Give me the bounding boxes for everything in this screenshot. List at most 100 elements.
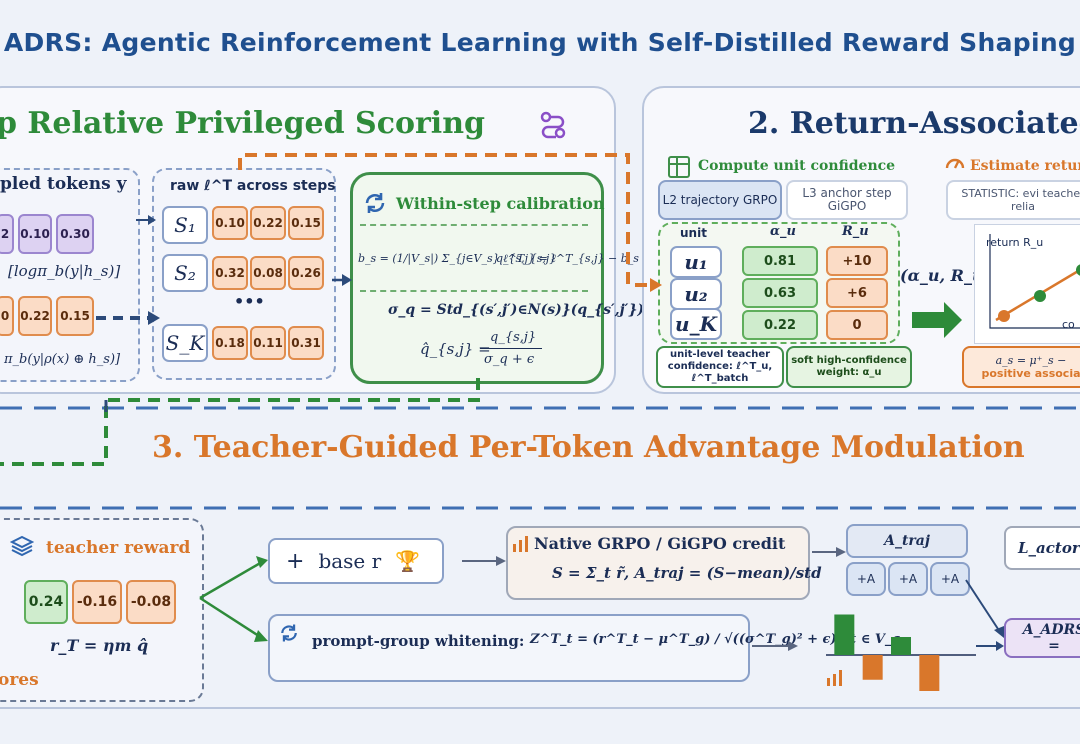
step2-cell-1: 0.32	[212, 256, 248, 290]
teacher-confidence-note: unit-level teacher confidence: ℓ^T_u, ℓ^…	[656, 346, 784, 388]
calibration-title: Within-step calibration	[396, 194, 605, 213]
alpha-row-2: 0.63	[742, 278, 818, 308]
lactor-label: L_actor(θ	[1018, 539, 1080, 557]
statistic-box: STATISTIC: evi teacher relia	[946, 180, 1080, 220]
r-row-1: +10	[826, 246, 888, 276]
stepk-cell-1: 0.18	[212, 326, 248, 360]
purple-cell-1: 2	[0, 214, 14, 254]
base-r-label: base r	[318, 549, 382, 573]
step1-cell-1: 0.10	[212, 206, 248, 240]
orange-formula: π_b(y|ρ(x) ⊕ h_s)]	[4, 352, 121, 367]
section1-title: p Relative Privileged Scoring	[0, 106, 485, 141]
assoc-formula: a_s = μ⁺_s −	[995, 354, 1067, 367]
reward-cell-2: -0.16	[72, 580, 122, 624]
whitening-formula: Z^T_t = (r^T_t − μ^T_g) / √((σ^T_g)² + ϵ…	[530, 632, 906, 647]
advantage-bar-chart	[826, 614, 976, 691]
alpha-row-k: 0.22	[742, 310, 818, 340]
step-label-1: S₁	[162, 206, 208, 244]
orange-cell-2: 0.22	[18, 296, 52, 336]
base-r-box: + base r 🏆	[268, 538, 444, 584]
grid-icon	[668, 156, 690, 178]
assoc-formula-box: a_s = μ⁺_s − positive associa	[962, 346, 1080, 388]
diagram-title: ADRS: Agentic Reinforcement Learning wit…	[3, 28, 1077, 57]
l2-trajectory-grpo: L2 trajectory GRPO	[658, 180, 782, 220]
bar-icon-chart	[826, 668, 844, 686]
arrowhead-atraj-to-aadrs	[994, 626, 1004, 638]
plus-a-3: +A	[930, 562, 970, 596]
chart-bar-1	[834, 614, 855, 655]
r-row-k: 0	[826, 310, 888, 340]
native-credit-title: Native GRPO / GiGPO credit	[534, 534, 786, 553]
chart-bar-2	[862, 655, 883, 680]
atraj-box: A_traj	[846, 524, 968, 558]
arrowhead-native-to-atraj	[836, 547, 846, 557]
unit-row-2: u₂	[670, 278, 722, 310]
trophy-icon: 🏆	[395, 549, 421, 573]
refresh-icon	[362, 190, 388, 216]
sampled-tokens-label: pled tokens y	[0, 174, 127, 194]
purple-cell-2: 0.10	[18, 214, 52, 254]
refresh-icon-2	[278, 622, 300, 644]
section2-title: 2. Return-Associated T	[748, 106, 1080, 141]
workflow-icon	[538, 110, 568, 140]
calibration-eq2: σ_q = Std_{(s′,j′)∈N(s)}(q_{s′,j′})	[388, 302, 644, 318]
native-credit-formula: S = Σ_t r̃, A_traj = (S−mean)/std	[552, 564, 822, 582]
arrowhead-chart-to-aadrs	[996, 641, 1004, 651]
unit-row-k: u_K	[670, 308, 722, 340]
bar-icon-native	[512, 534, 530, 552]
calibration-eq1b: q_{s,j} = ℓ^T_{s,j} − b_s	[496, 252, 639, 265]
assoc-label: positive associa	[981, 367, 1080, 380]
return-axis	[989, 234, 1080, 329]
soft-weight-note: soft high-confidence weight: α_u	[786, 346, 912, 388]
calibration-eq3-num: q_{s,j}	[490, 330, 537, 345]
step1-cell-3: 0.15	[288, 206, 324, 240]
raw-steps-label: raw ℓ^T across steps	[170, 178, 336, 194]
step-label-2: S₂	[162, 254, 208, 292]
sampled-tokens-box	[0, 168, 140, 382]
calibration-eq3-den: σ_q + ϵ	[484, 352, 535, 367]
calibration-eq3-lhs: q̂_{s,j} =	[420, 340, 491, 358]
arrowhead-base-to-native	[496, 556, 506, 566]
alpha-r-pair: (α_u, R_u)	[900, 266, 992, 285]
step2-cell-3: 0.26	[288, 256, 324, 290]
calibration-divider-2	[360, 290, 588, 292]
return-point-2	[1034, 290, 1046, 302]
aadrs-box: A_ADRS =	[1004, 618, 1080, 658]
fork-arrow-bottom	[199, 596, 263, 640]
r-row-2: +6	[826, 278, 888, 308]
unit-row-1: u₁	[670, 246, 722, 278]
atraj-label: A_traj	[884, 533, 930, 549]
return-point-1	[998, 310, 1010, 322]
step-label-k: S_K	[162, 324, 208, 362]
native-credit-box	[506, 526, 810, 600]
scores-label: ores	[0, 670, 39, 690]
step2-cell-2: 0.08	[250, 256, 286, 290]
purple-formula: [logπ_b(y|h_s)]	[8, 262, 121, 280]
section3-title: 3. Teacher-Guided Per-Token Advantage Mo…	[152, 430, 1025, 465]
chart-bar-4	[919, 655, 940, 691]
plus-a-1: +A	[846, 562, 886, 596]
whitening-box	[268, 614, 750, 682]
aadrs-label: A_ADRS =	[1022, 622, 1080, 654]
steps-ellipsis: •••	[234, 292, 265, 311]
return-axis-label: return R_u	[986, 236, 1044, 249]
plus-a-2: +A	[888, 562, 928, 596]
layers-icon	[10, 534, 34, 558]
fork-arrowhead-bottom	[254, 630, 268, 642]
col-r-header: R_u	[842, 224, 869, 239]
l3-anchor-gigpo: L3 anchor step GiGPO	[786, 180, 908, 220]
orange-cell-1: 0	[0, 296, 14, 336]
estimate-return-title: Estimate retur	[970, 158, 1080, 174]
calibration-fraction-bar	[480, 348, 542, 349]
return-scatter-plot	[989, 234, 1080, 329]
reward-formula: r_T = ηm q̂	[50, 636, 149, 655]
gauge-icon	[944, 152, 966, 174]
compute-confidence-title: Compute unit confidence	[698, 158, 896, 174]
purple-cell-3: 0.30	[56, 214, 94, 254]
return-plot-box	[974, 224, 1080, 344]
fork-arrow-top	[199, 560, 263, 600]
orange-cell-3: 0.15	[56, 296, 94, 336]
chart-bar-3	[891, 637, 911, 655]
return-point-3	[1076, 264, 1080, 276]
col-alpha-header: α_u	[770, 224, 796, 239]
